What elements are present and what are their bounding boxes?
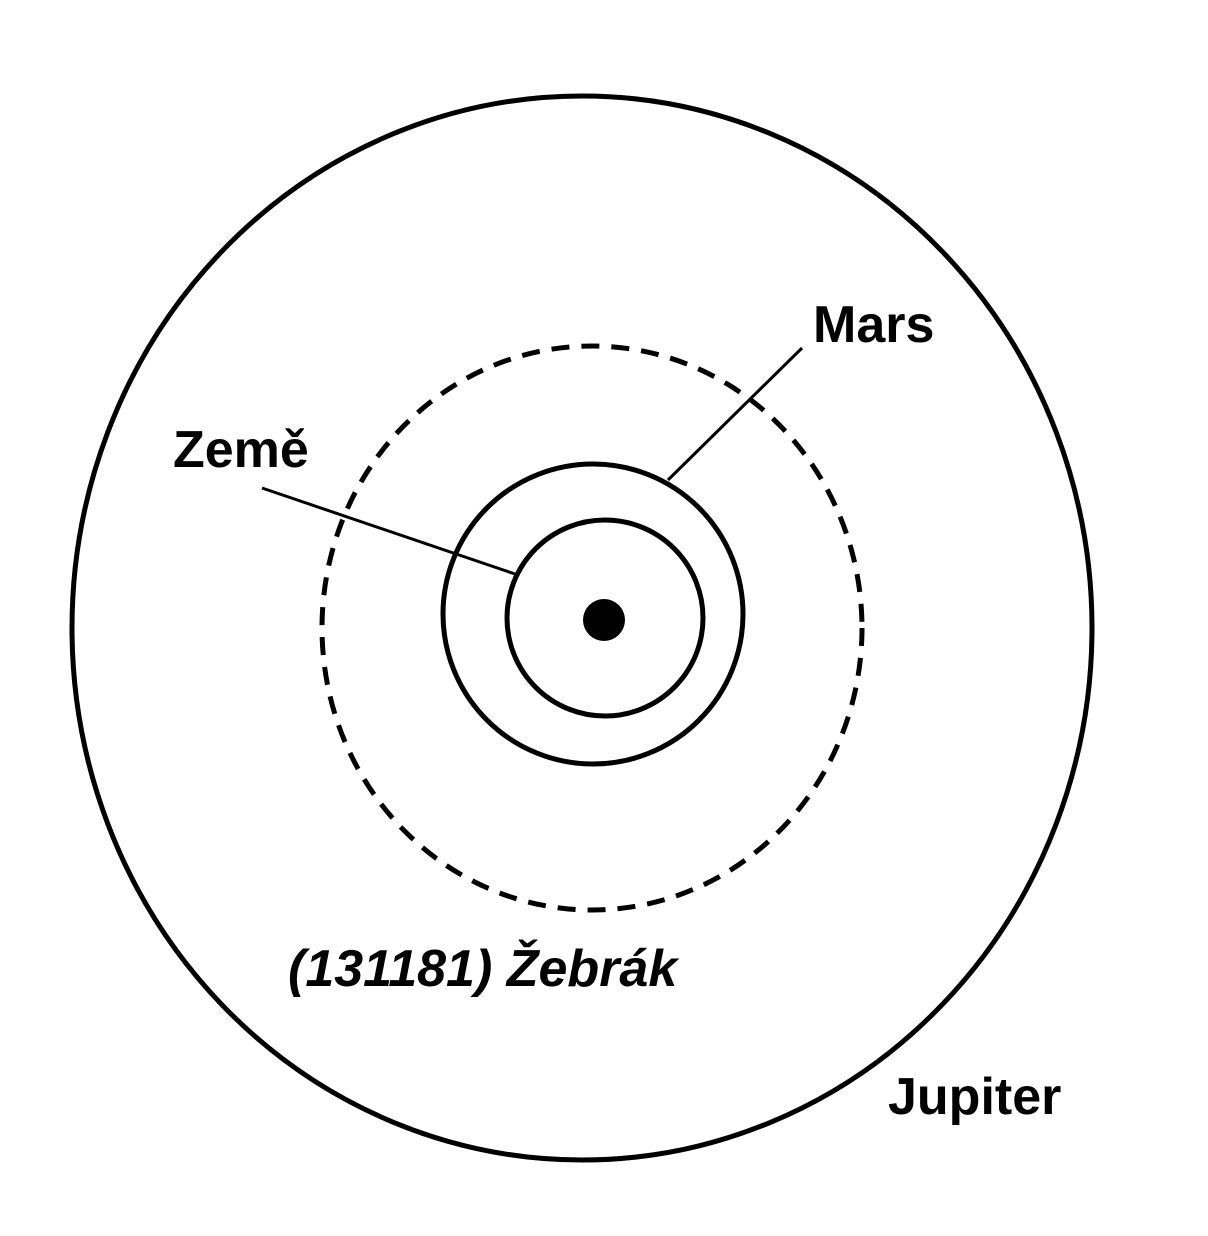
sun <box>583 599 625 641</box>
earth-label: Země <box>173 421 309 479</box>
asteroid-orbit <box>319 343 865 913</box>
mars-leader-line <box>666 346 804 482</box>
earth-leader-line <box>261 486 516 576</box>
asteroid-label: (131181) Žebrák <box>288 939 680 998</box>
jupiter-orbit <box>69 93 1095 1163</box>
earth-orbit <box>504 517 706 719</box>
mars-label: Mars <box>813 296 934 354</box>
jupiter-label: Jupiter <box>888 1068 1061 1126</box>
mars-orbit <box>440 461 746 767</box>
